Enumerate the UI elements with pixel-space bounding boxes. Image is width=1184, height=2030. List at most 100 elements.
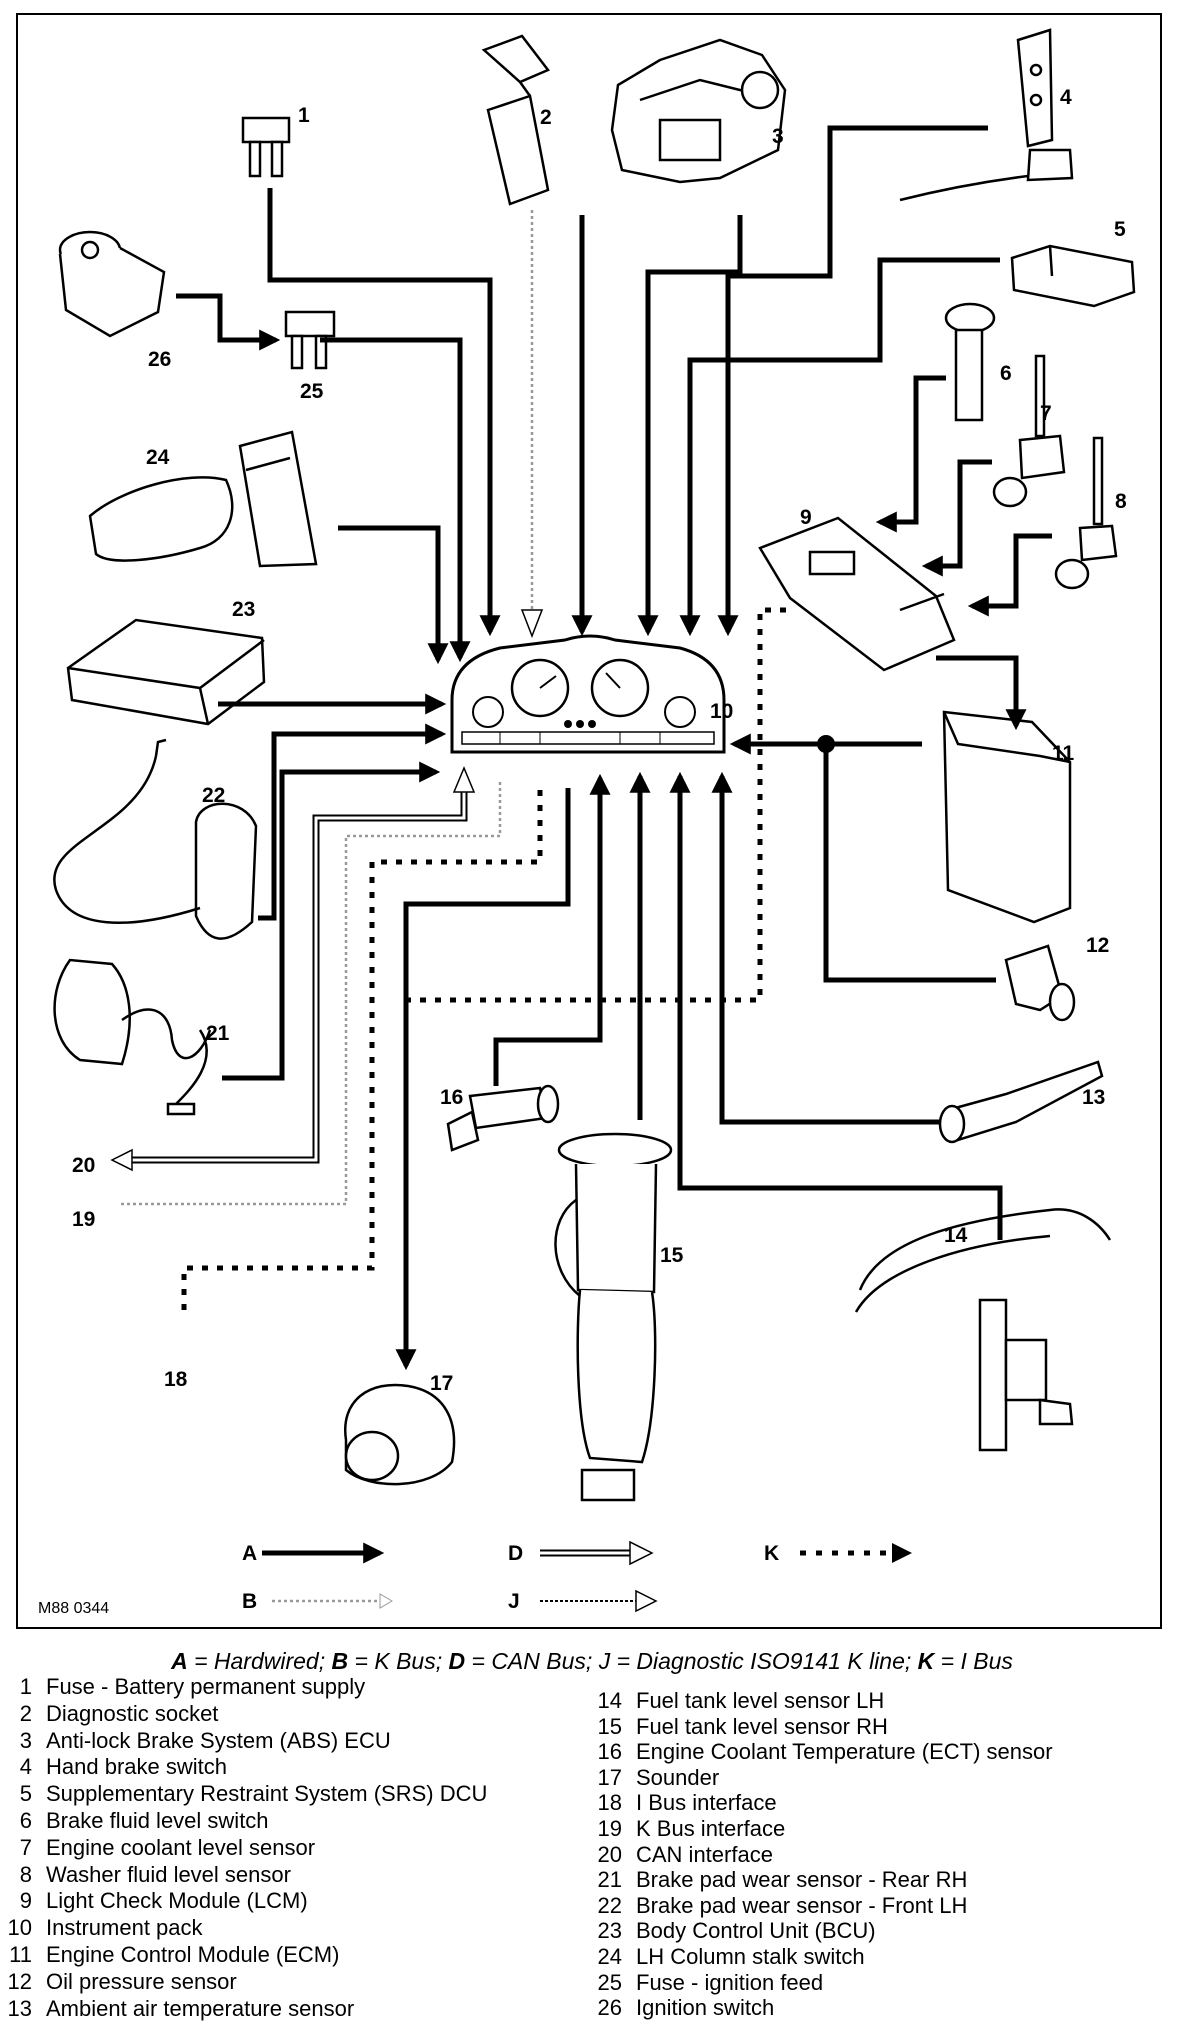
key-k-text: = I Bus bbox=[934, 1648, 1013, 1674]
legend-number: 21 bbox=[597, 1867, 622, 1893]
legend-text: Sounder bbox=[636, 1764, 720, 1790]
wiring-diagram: 1 2 3 4 5 6 7 8 9 10 11 12 13 14 15 16 1… bbox=[38, 28, 1136, 1617]
legend-number: 20 bbox=[597, 1841, 622, 1867]
legend-number: 18 bbox=[597, 1790, 622, 1816]
legend-text: Washer fluid level sensor bbox=[46, 1861, 291, 1887]
callout-11: 11 bbox=[1052, 742, 1075, 765]
key-j-text: J = Diagnostic ISO9141 K line; bbox=[598, 1648, 918, 1674]
legend-number: 14 bbox=[597, 1688, 622, 1713]
legend-number: 19 bbox=[597, 1816, 622, 1841]
link-pad-front bbox=[258, 723, 447, 921]
legend-item-14: 14 Fuel tank level sensor LH bbox=[590, 1688, 885, 1713]
legend-text: Anti-lock Brake System (ABS) ECU bbox=[46, 1727, 391, 1753]
callout-26: 26 bbox=[148, 348, 171, 371]
instrument-pack bbox=[450, 634, 726, 754]
callout-8: 8 bbox=[1115, 490, 1127, 513]
legend-text: Brake pad wear sensor - Rear RH bbox=[636, 1867, 968, 1893]
legend-number: 6 bbox=[19, 1808, 32, 1833]
key-a: A bbox=[171, 1648, 188, 1674]
i-bus-link bbox=[181, 607, 786, 1316]
key-letter-b: B bbox=[242, 1590, 257, 1613]
legend-text: Hand brake switch bbox=[46, 1754, 227, 1780]
sounder-icon bbox=[343, 1383, 456, 1486]
legend-text: I Bus interface bbox=[636, 1790, 777, 1816]
legend-number: 10 bbox=[7, 1915, 32, 1941]
legend-item-3: 3 Anti-lock Brake System (ABS) ECU bbox=[0, 1727, 391, 1753]
callout-4: 4 bbox=[1060, 86, 1072, 109]
abs-ecu-icon bbox=[610, 38, 787, 184]
key-k: K bbox=[917, 1648, 935, 1674]
link-fuse-battery bbox=[267, 188, 501, 637]
diagnostic-k-line bbox=[120, 210, 534, 1206]
link-sounder bbox=[395, 788, 571, 1371]
legend-text: Fuse - Battery permanent supply bbox=[46, 1674, 366, 1699]
legend-text: Fuse - ignition feed bbox=[636, 1969, 824, 1995]
link-fuel-lh bbox=[669, 771, 1003, 1240]
legend-item-18: 18 I Bus interface bbox=[590, 1792, 777, 1814]
legend-number: 1 bbox=[19, 1674, 32, 1699]
callout-14: 14 bbox=[944, 1224, 968, 1247]
lcm-icon bbox=[758, 516, 956, 672]
srs-dcu-icon bbox=[1010, 244, 1136, 308]
legend-text: Ignition switch bbox=[636, 1995, 775, 2021]
legend-number: 15 bbox=[597, 1713, 622, 1739]
legend-item-17: 17 Sounder bbox=[590, 1764, 720, 1790]
callout-5: 5 bbox=[1114, 218, 1126, 241]
callout-18: 18 bbox=[164, 1368, 188, 1391]
key-letter-k: K bbox=[764, 1542, 779, 1565]
callout-17: 17 bbox=[430, 1372, 453, 1395]
callout-23: 23 bbox=[232, 598, 255, 621]
key-d-text: = CAN Bus; bbox=[465, 1648, 599, 1674]
link-pad-rear bbox=[222, 761, 441, 1081]
callout-22: 22 bbox=[202, 784, 225, 807]
callout-15: 15 bbox=[660, 1244, 684, 1267]
fuel-level-sensor-rh-icon bbox=[554, 1132, 673, 1502]
callout-7: 7 bbox=[1040, 402, 1052, 425]
ecm-icon bbox=[942, 710, 1072, 924]
column-stalk-icon bbox=[88, 430, 318, 568]
legend-number: 3 bbox=[19, 1727, 32, 1753]
legend-number: 9 bbox=[19, 1888, 32, 1914]
legend-number: 17 bbox=[597, 1764, 622, 1790]
legend-text: Fuel tank level sensor LH bbox=[636, 1688, 885, 1713]
callout-20: 20 bbox=[72, 1154, 95, 1177]
figure-reference: M88 0344 bbox=[38, 1600, 109, 1617]
key-d: D bbox=[448, 1648, 466, 1674]
key-b: B bbox=[331, 1648, 349, 1674]
link-oil-pressure bbox=[823, 744, 996, 983]
legend-number: 5 bbox=[19, 1781, 32, 1807]
fuse-battery-icon bbox=[241, 116, 291, 178]
callout-21: 21 bbox=[206, 1022, 230, 1045]
brake-pad-front-icon bbox=[53, 738, 258, 940]
callout-1: 1 bbox=[298, 104, 310, 127]
legend-text: Body Control Unit (BCU) bbox=[636, 1918, 876, 1944]
legend-text: Instrument pack bbox=[46, 1915, 203, 1941]
legend-number: 11 bbox=[9, 1942, 32, 1967]
legend-number: 26 bbox=[597, 1995, 622, 2021]
callout-12: 12 bbox=[1086, 934, 1109, 957]
legend-item-1: 1 Fuse - Battery permanent supply bbox=[0, 1676, 365, 1698]
callout-16: 16 bbox=[440, 1086, 463, 1109]
legend-number: 24 bbox=[597, 1944, 622, 1969]
legend-item-4: 4 Hand brake switch bbox=[0, 1756, 227, 1778]
link-fuse-ignition bbox=[320, 337, 471, 663]
link-ignition-to-fuse bbox=[176, 293, 281, 351]
key-b-text: = K Bus; bbox=[348, 1648, 449, 1674]
callout-6: 6 bbox=[1000, 362, 1012, 385]
legend-number: 12 bbox=[7, 1968, 32, 1994]
callout-9: 9 bbox=[800, 506, 812, 529]
callout-25: 25 bbox=[300, 380, 324, 403]
link-stalk bbox=[338, 525, 449, 665]
legend-item-10: 10 Instrument pack bbox=[0, 1917, 203, 1939]
legend-text: Brake fluid level switch bbox=[46, 1808, 269, 1833]
legend-item-6: 6 Brake fluid level switch bbox=[0, 1810, 269, 1832]
legend-number: 16 bbox=[597, 1739, 622, 1765]
key-letter-d: D bbox=[508, 1542, 523, 1565]
key-letter-a: A bbox=[242, 1542, 257, 1565]
legend-number: 4 bbox=[19, 1754, 32, 1780]
